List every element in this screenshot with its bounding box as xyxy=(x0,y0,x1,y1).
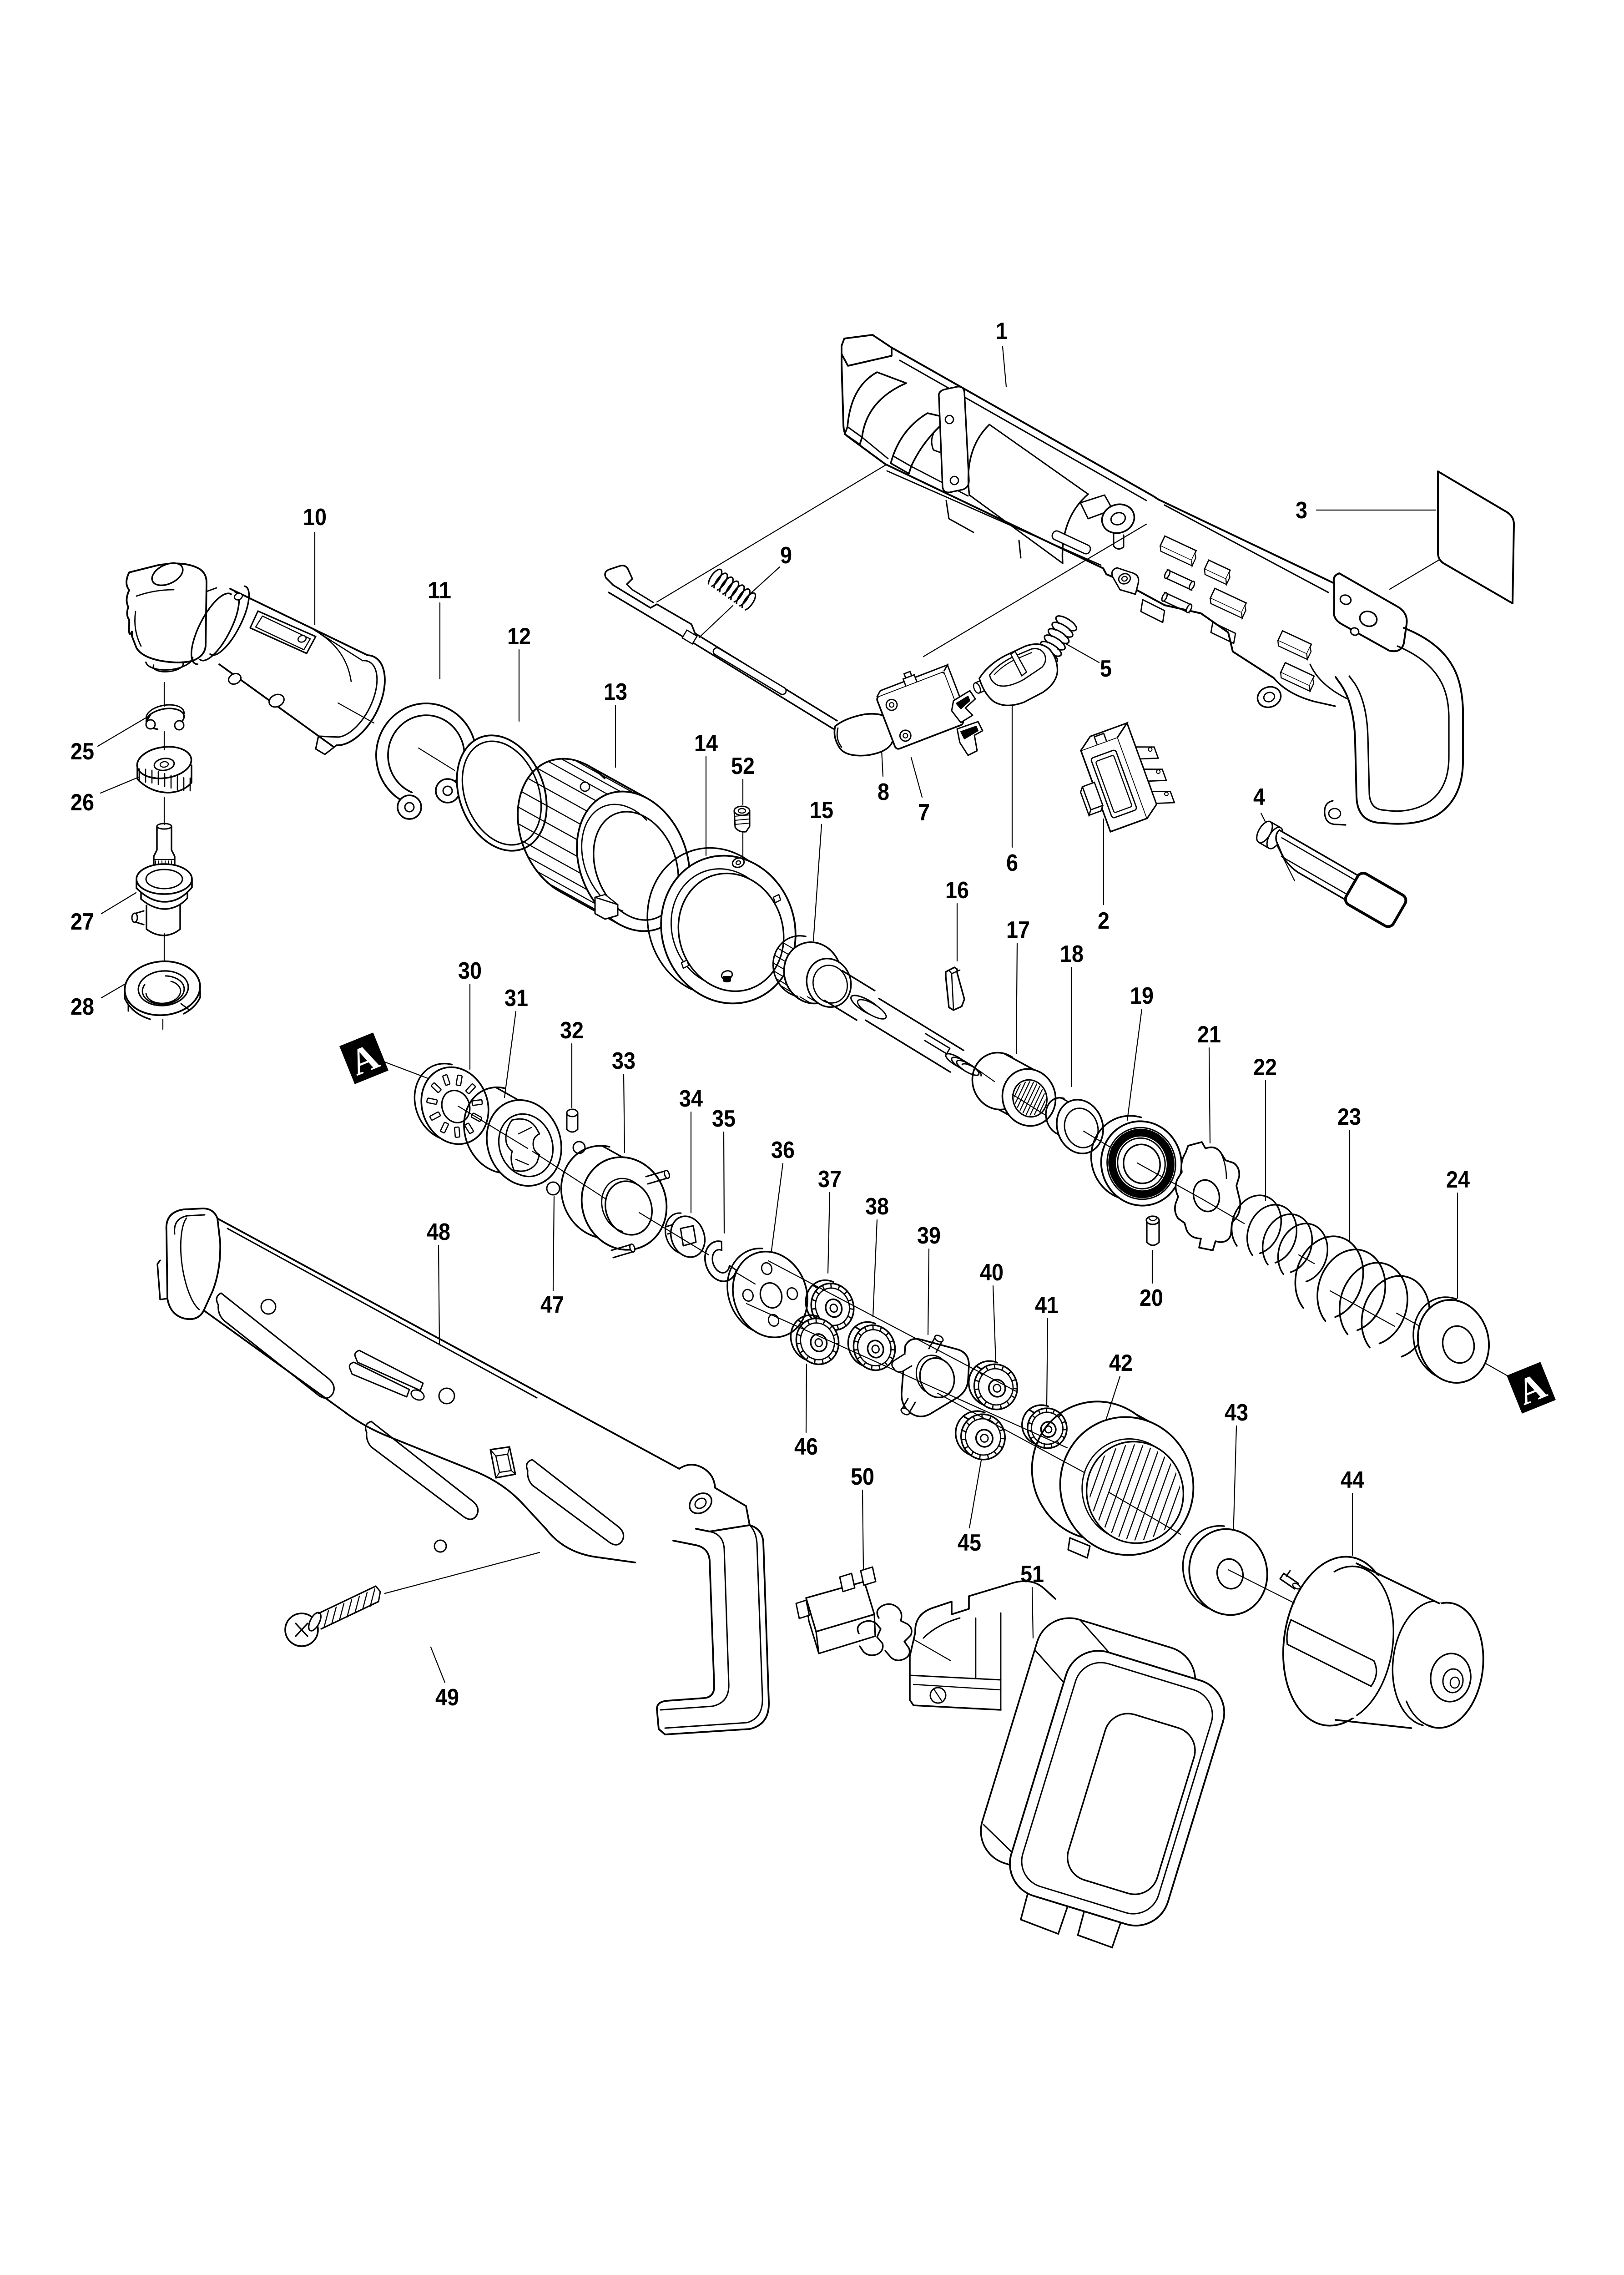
svg-text:2: 2 xyxy=(1098,908,1110,934)
svg-text:20: 20 xyxy=(1140,1285,1163,1311)
svg-text:39: 39 xyxy=(917,1223,941,1249)
svg-text:19: 19 xyxy=(1130,983,1154,1009)
svg-text:4: 4 xyxy=(1253,784,1265,810)
svg-text:48: 48 xyxy=(427,1219,450,1245)
svg-text:26: 26 xyxy=(71,789,94,816)
svg-text:17: 17 xyxy=(1006,917,1030,943)
svg-text:49: 49 xyxy=(435,1684,459,1711)
svg-text:27: 27 xyxy=(71,909,94,935)
svg-text:38: 38 xyxy=(865,1193,889,1220)
svg-text:1: 1 xyxy=(996,318,1008,344)
svg-text:21: 21 xyxy=(1197,1021,1221,1048)
svg-text:52: 52 xyxy=(731,753,755,779)
svg-text:51: 51 xyxy=(1020,1561,1044,1587)
svg-text:45: 45 xyxy=(958,1530,981,1556)
svg-text:22: 22 xyxy=(1253,1054,1277,1081)
svg-text:50: 50 xyxy=(851,1464,874,1490)
svg-text:34: 34 xyxy=(679,1086,703,1112)
svg-text:33: 33 xyxy=(612,1048,635,1074)
svg-text:5: 5 xyxy=(1100,656,1112,682)
svg-text:6: 6 xyxy=(1006,850,1018,876)
svg-text:35: 35 xyxy=(712,1106,736,1132)
svg-text:37: 37 xyxy=(818,1166,842,1193)
svg-text:18: 18 xyxy=(1060,941,1084,967)
svg-text:44: 44 xyxy=(1341,1467,1364,1493)
svg-text:13: 13 xyxy=(604,679,627,705)
svg-text:23: 23 xyxy=(1337,1104,1361,1130)
svg-text:40: 40 xyxy=(980,1259,1004,1286)
svg-text:8: 8 xyxy=(878,779,889,805)
svg-text:41: 41 xyxy=(1035,1292,1059,1319)
svg-text:11: 11 xyxy=(428,577,451,604)
svg-text:15: 15 xyxy=(810,797,833,824)
svg-text:14: 14 xyxy=(694,730,718,757)
svg-text:28: 28 xyxy=(71,994,94,1020)
svg-text:9: 9 xyxy=(780,542,792,569)
svg-text:10: 10 xyxy=(303,504,327,531)
svg-text:47: 47 xyxy=(540,1292,564,1318)
svg-text:36: 36 xyxy=(771,1137,795,1163)
svg-text:12: 12 xyxy=(507,623,531,650)
svg-text:43: 43 xyxy=(1225,1400,1248,1426)
svg-text:7: 7 xyxy=(918,799,930,826)
svg-text:32: 32 xyxy=(560,1017,584,1044)
svg-text:16: 16 xyxy=(945,877,969,904)
svg-text:46: 46 xyxy=(794,1434,818,1460)
svg-text:24: 24 xyxy=(1446,1167,1470,1193)
svg-text:25: 25 xyxy=(71,738,94,765)
svg-text:3: 3 xyxy=(1296,497,1307,524)
svg-text:42: 42 xyxy=(1109,1350,1133,1376)
svg-text:30: 30 xyxy=(458,958,482,984)
svg-text:31: 31 xyxy=(504,985,528,1011)
